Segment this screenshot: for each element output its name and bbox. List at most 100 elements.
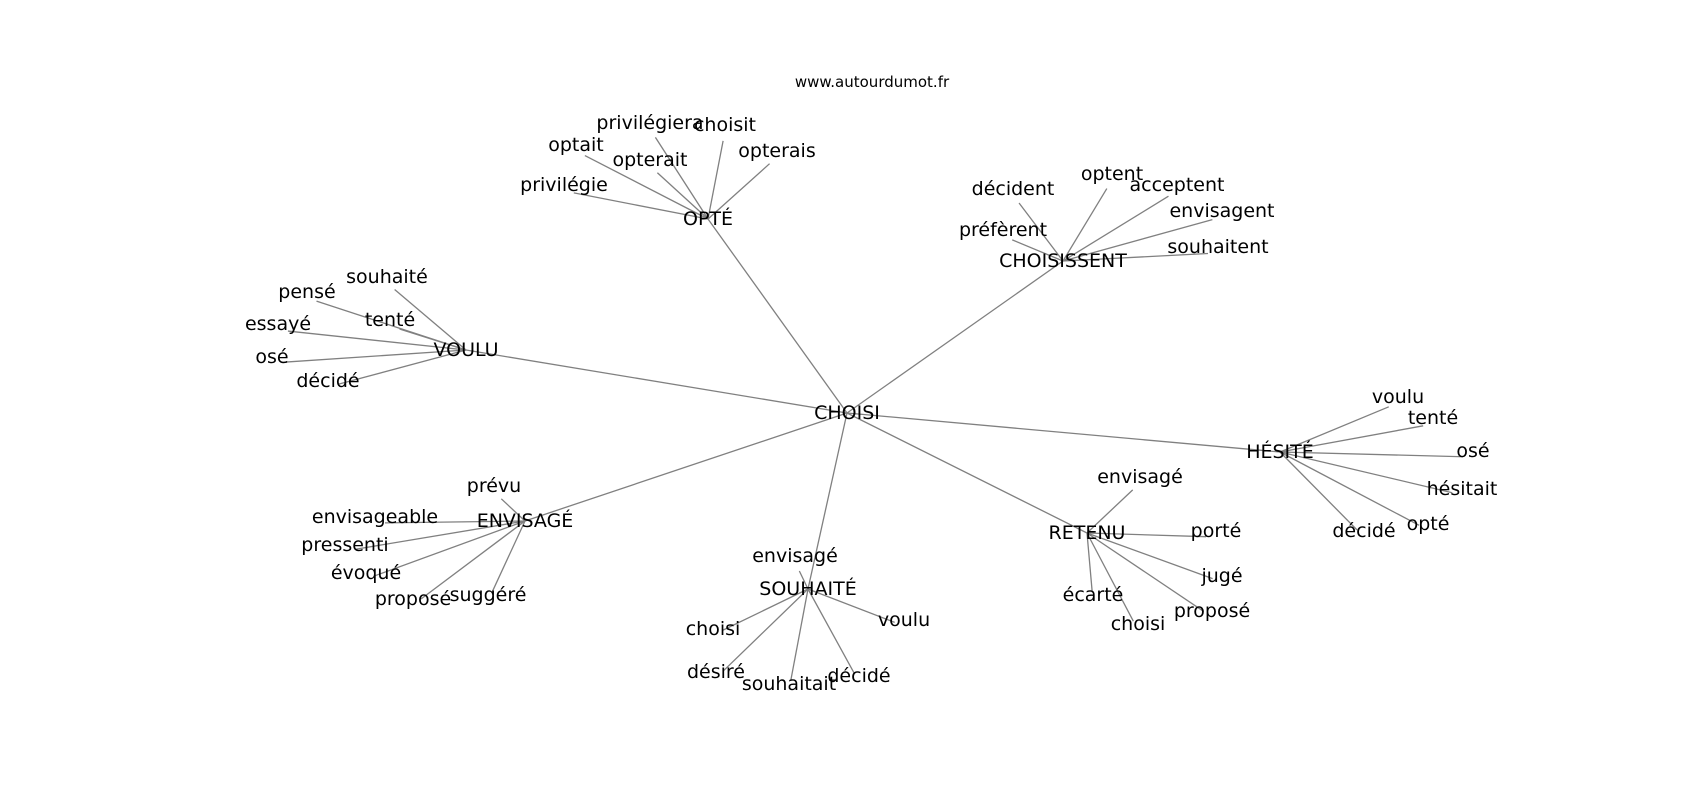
edge-leaf-2-4 [281, 349, 467, 363]
edge-leaf-6-2 [807, 588, 895, 624]
leaf-node-label: envisagé [752, 545, 838, 567]
edge-leaf-1-4 [1011, 239, 1064, 262]
edge-center-2 [465, 349, 848, 414]
leaf-node-label: optait [548, 134, 604, 156]
leaf-node-label: acceptent [1130, 174, 1225, 196]
leaf-node-label: préfèrent [959, 219, 1047, 241]
edge-leaf-2-2 [399, 328, 467, 351]
edge-center-5 [846, 412, 1088, 534]
edge-leaf-4-5 [491, 520, 526, 593]
leaf-node-label: souhaité [346, 266, 428, 288]
leaf-node-label: osé [1456, 440, 1489, 462]
leaf-node-label: décidé [1332, 520, 1395, 542]
hub-node-label: OPTÉ [683, 207, 733, 230]
edge-leaf-4-4 [420, 520, 526, 600]
edge-leaf-0-3 [656, 172, 709, 220]
leaf-node-label: essayé [245, 313, 311, 335]
leaf-node-label: privilégiera [596, 112, 703, 134]
edge-leaf-6-0 [798, 570, 809, 590]
edge-leaf-0-4 [707, 163, 770, 220]
edge-leaf-6-1 [721, 588, 809, 632]
edge-leaf-4-2 [354, 520, 526, 550]
edge-leaf-3-2 [1279, 451, 1464, 458]
leaf-node-label: porté [1191, 520, 1242, 542]
edge-leaf-0-1 [707, 140, 724, 220]
edge-leaf-3-3 [1279, 451, 1453, 494]
hub-node-label: RETENU [1049, 522, 1126, 544]
leaf-node-label: décidé [296, 370, 359, 392]
leaf-node-label: voulu [1372, 386, 1424, 408]
leaf-node-label: opté [1407, 513, 1450, 535]
edge-leaf-4-1 [384, 520, 526, 524]
leaf-node-label: envisagent [1169, 200, 1274, 222]
hub-node-label: VOULU [433, 339, 498, 361]
leaf-node-label: opterait [612, 149, 687, 171]
leaf-node-label: osé [255, 346, 288, 368]
edge-leaf-3-1 [1279, 425, 1424, 453]
leaf-node-label: tenté [365, 309, 415, 331]
leaf-node-label: évoqué [331, 562, 401, 584]
edge-leaf-3-4 [1279, 451, 1420, 526]
leaf-node-label: choisi [686, 618, 741, 640]
edge-leaf-5-0 [1086, 489, 1134, 534]
edge-leaf-2-5 [337, 349, 467, 386]
edge-leaf-4-0 [500, 498, 526, 522]
labels-layer: www.autourdumot.fr CHOISI OPTÉ privilégie… [245, 73, 1497, 695]
edge-leaf-6-4 [790, 588, 809, 681]
edge-leaf-4-3 [375, 520, 526, 577]
edge-leaf-0-0 [654, 137, 709, 220]
edge-leaf-0-2 [584, 155, 709, 220]
edge-leaf-5-1 [1086, 532, 1207, 538]
leaf-node-label: choisit [694, 114, 756, 136]
leaf-node-label: décidé [827, 665, 890, 687]
leaf-node-label: désiré [687, 661, 745, 683]
edge-center-1 [846, 260, 1064, 414]
leaf-node-label: décident [972, 178, 1055, 200]
edge-leaf-5-2 [1086, 532, 1213, 580]
leaf-node-label: tenté [1408, 407, 1458, 429]
hub-node-label: SOUHAITÉ [759, 577, 856, 600]
leaf-node-label: optent [1081, 163, 1143, 185]
edge-leaf-2-0 [394, 288, 467, 351]
leaf-node-label: jugé [1200, 565, 1242, 587]
leaf-node-label: proposé [375, 588, 451, 610]
edge-leaf-5-5 [1086, 532, 1134, 622]
edge-leaf-1-5 [1062, 252, 1209, 262]
hub-node-label: HÉSITÉ [1246, 440, 1314, 463]
leaf-node-label: proposé [1174, 600, 1250, 622]
leaf-node-label: pensé [278, 281, 335, 303]
edge-leaf-1-1 [1062, 188, 1108, 262]
leaf-node-label: prévu [467, 475, 521, 497]
edge-leaf-6-3 [722, 588, 809, 672]
edge-leaf-3-5 [1279, 451, 1358, 531]
center-node-label: CHOISI [814, 402, 880, 424]
site-label: www.autourdumot.fr [795, 73, 950, 91]
edge-leaf-3-0 [1279, 406, 1390, 453]
leaf-node-label: voulu [878, 609, 930, 631]
leaf-node-label: choisi [1111, 613, 1166, 635]
leaf-node-label: opterais [738, 140, 815, 162]
edge-center-0 [707, 218, 848, 414]
leaf-node-label: envisagé [1097, 466, 1183, 488]
edge-leaf-6-5 [807, 588, 855, 674]
edge-leaf-5-4 [1086, 532, 1205, 612]
edge-center-3 [846, 412, 1281, 453]
edges-layer [281, 137, 1464, 681]
edge-leaf-1-3 [1062, 219, 1213, 262]
edge-leaf-1-0 [1018, 202, 1064, 262]
leaf-node-label: souhaitait [742, 673, 836, 695]
leaf-node-label: écarté [1063, 584, 1124, 606]
edge-leaf-1-2 [1062, 195, 1169, 262]
edge-center-6 [807, 412, 848, 590]
leaf-node-label: pressenti [301, 534, 388, 556]
leaf-node-label: hésitait [1427, 478, 1498, 500]
leaf-node-label: privilégie [520, 174, 608, 196]
leaf-node-label: suggéré [450, 584, 527, 606]
leaf-node-label: souhaitent [1167, 236, 1268, 258]
leaf-node-label: envisageable [312, 506, 438, 528]
hub-node-label: ENVISAGÉ [477, 509, 574, 532]
hub-node-label: CHOISISSENT [999, 250, 1127, 272]
edge-leaf-2-3 [287, 330, 467, 351]
edge-leaf-0-5 [573, 192, 709, 220]
